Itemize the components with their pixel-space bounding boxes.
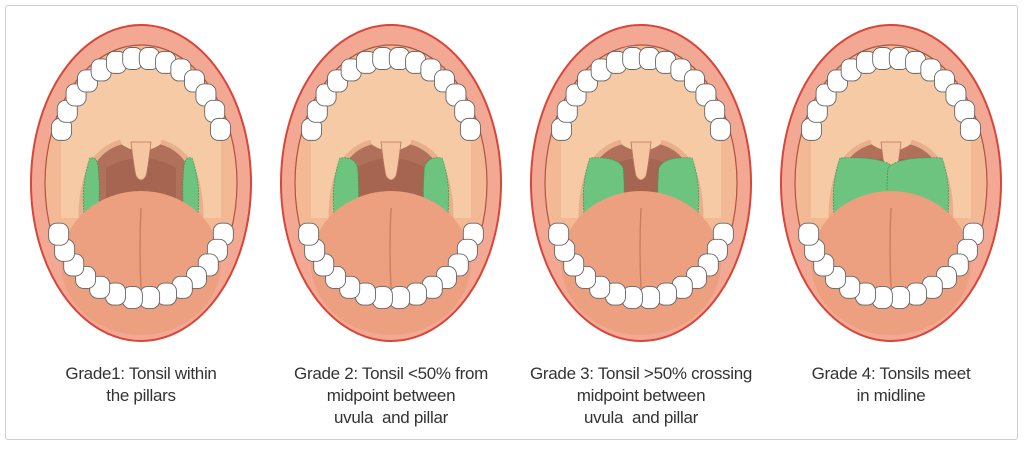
tongue [311,191,471,335]
uvula [630,141,652,181]
panel-grade-3: Grade 3: Tonsil >50% crossing midpoint b… [516,18,766,438]
tongue-groove [889,207,892,289]
lower-tooth [798,222,820,246]
uvula [380,141,402,181]
tongue [561,191,721,335]
caption-line: Grade 2: Tonsil <50% from [294,364,488,383]
caption-line: Grade1: Tonsil within [65,364,217,383]
panel-grade-2: Grade 2: Tonsil <50% from midpoint betwe… [266,18,516,438]
tongue [811,191,971,335]
caption-line: uvula and pillar [584,408,698,427]
lower-tooth [548,222,570,246]
upper-tooth [209,117,231,141]
tongue [61,191,221,335]
figure-frame: Grade1: Tonsil within the pillars Grade … [5,5,1018,440]
lower-tooth [48,222,70,246]
tonsil-left [332,157,359,214]
mouth-illustration [530,24,752,342]
lower-tooth [298,222,320,246]
caption: Grade 2: Tonsil <50% from midpoint betwe… [266,363,516,429]
caption: Grade1: Tonsil within the pillars [16,363,266,407]
upper-tooth [959,117,981,141]
panel-grade-1: Grade1: Tonsil within the pillars [16,18,266,438]
tongue-groove [389,207,392,289]
caption: Grade 3: Tonsil >50% crossing midpoint b… [516,363,766,429]
caption: Grade 4: Tonsils meet in midline [766,363,1016,407]
uvula [130,141,152,181]
caption-line: midpoint between [326,386,456,405]
mouth-illustration [280,24,502,342]
upper-tooth [459,117,481,141]
caption-line: midpoint between [576,386,706,405]
upper-tooth [709,117,731,141]
tongue-groove [639,207,642,289]
caption-line: in midline [856,386,926,405]
mouth-illustration [30,24,252,342]
tonsil-left [82,157,100,214]
caption-line: Grade 4: Tonsils meet [811,364,971,383]
panel-grade-4: Grade 4: Tonsils meet in midline [766,18,1016,438]
caption-line: the pillars [106,386,176,405]
tonsil-right [182,157,200,214]
mouth-illustration [780,24,1002,342]
caption-line: uvula and pillar [334,408,448,427]
caption-line: Grade 3: Tonsil >50% crossing [529,364,753,383]
tonsil-right [423,157,450,214]
tongue-groove [139,207,142,289]
